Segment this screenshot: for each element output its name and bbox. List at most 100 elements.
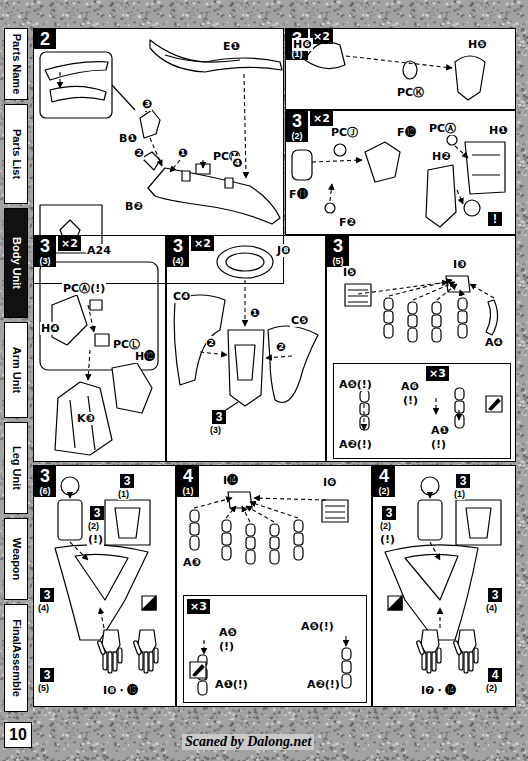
section-tab: Parts Name bbox=[4, 28, 28, 100]
step-number: (3) bbox=[34, 256, 56, 267]
quantity-badge: ×2 bbox=[191, 236, 214, 251]
tab-label: Parts Name bbox=[10, 34, 23, 95]
section-tab: Arm Unit bbox=[4, 322, 28, 418]
part-label: A❺(!) bbox=[300, 620, 335, 633]
part-label: A24 bbox=[86, 244, 112, 257]
quantity-badge: ×2 bbox=[310, 29, 333, 44]
step-reference-sub: (4) bbox=[486, 603, 497, 614]
part-label: H❹ bbox=[40, 322, 61, 335]
part-label: H❶ bbox=[488, 124, 509, 137]
section-tab: Leg Unit bbox=[4, 422, 28, 514]
part-label: H❷ bbox=[431, 150, 452, 163]
part-label: I❺ bbox=[342, 266, 357, 279]
callout-number: ❶ bbox=[250, 306, 260, 320]
part-label: B❶ bbox=[118, 132, 138, 145]
part-label: A❷(!) bbox=[306, 678, 341, 691]
callout-number: ❷ bbox=[134, 146, 144, 160]
tab-label: FinalAssemble bbox=[10, 619, 23, 697]
section-tab: FinalAssemble bbox=[4, 604, 28, 712]
part-label: PCⓀ bbox=[396, 86, 425, 99]
step-panel: 3(3)×2 bbox=[33, 235, 166, 462]
part-label: B❷ bbox=[124, 200, 144, 213]
watermark: Scaned by Dalong.net bbox=[182, 734, 314, 750]
part-label: PCⒿ bbox=[330, 126, 359, 139]
step-number: 3 bbox=[34, 236, 56, 256]
part-label: A❷(!) bbox=[338, 438, 373, 451]
step-reference: 3 bbox=[488, 588, 502, 602]
step-reference-sub: (2) bbox=[88, 521, 99, 532]
step-reference: 3 bbox=[40, 588, 54, 602]
step-reference-sub: (2) bbox=[380, 521, 391, 532]
step-number: (2) bbox=[286, 131, 308, 142]
part-label: I❼・⓮ bbox=[420, 684, 457, 697]
part-label: A❹ bbox=[484, 336, 504, 349]
step-reference: ! bbox=[488, 212, 502, 226]
step-panel: 3 (4)×2 bbox=[166, 235, 326, 462]
part-label: A❺(!) bbox=[338, 378, 373, 391]
callout-number: ❷ bbox=[206, 336, 216, 350]
callout-number: ❸ bbox=[142, 97, 152, 111]
part-label: F⓬ bbox=[396, 126, 417, 139]
part-label: PCⒶ bbox=[428, 122, 457, 135]
step-number: 3 bbox=[327, 236, 349, 256]
step-reference-sub: (2) bbox=[486, 683, 497, 694]
part-label: A❶(!) bbox=[214, 678, 249, 691]
part-label: C❺ bbox=[290, 314, 309, 327]
part-label: C❹ bbox=[172, 290, 191, 303]
part-label: (!) bbox=[379, 533, 396, 546]
step-reference: 3 bbox=[382, 506, 396, 520]
callout-number: ❷ bbox=[276, 340, 286, 354]
part-label: F⓫ bbox=[288, 188, 309, 201]
callout-number: ❶ bbox=[178, 146, 188, 160]
part-label: A❶ bbox=[430, 424, 450, 437]
step-reference-sub: (3) bbox=[210, 425, 221, 436]
quantity-badge: ×2 bbox=[58, 236, 81, 251]
quantity-badge: ×2 bbox=[310, 111, 333, 126]
part-label: (!) bbox=[430, 438, 447, 451]
step-reference: 3 bbox=[40, 668, 54, 682]
part-label: E❶ bbox=[222, 40, 241, 53]
step-reference-sub: (4) bbox=[38, 603, 49, 614]
part-label: K❸ bbox=[76, 412, 96, 425]
step-number: (6) bbox=[34, 486, 56, 497]
step-panel: 4(1)×3 bbox=[176, 465, 372, 707]
step-reference-sub: (5) bbox=[38, 683, 49, 694]
part-label: A❺ bbox=[218, 626, 238, 639]
tab-label: Leg Unit bbox=[10, 446, 23, 490]
section-tab: Weapon bbox=[4, 518, 28, 600]
part-label: H❻ bbox=[292, 38, 313, 51]
part-label: A❻ bbox=[400, 380, 420, 393]
step-number: 4 bbox=[177, 466, 199, 486]
step-number: 3 bbox=[34, 466, 56, 486]
part-label: (!) bbox=[218, 640, 235, 653]
step-number: (2) bbox=[373, 486, 395, 497]
step-reference: 3 bbox=[120, 474, 134, 488]
step-number: 4 bbox=[373, 466, 395, 486]
part-label: A❸ bbox=[182, 556, 202, 569]
step-reference: 4 bbox=[488, 668, 502, 682]
part-label: H⓬ bbox=[134, 350, 156, 363]
step-reference: 3 bbox=[90, 506, 104, 520]
part-label: I❻ bbox=[322, 476, 337, 489]
step-number: (1) bbox=[177, 486, 199, 497]
callout-number: ❹ bbox=[232, 156, 242, 170]
step-panel: 3(6) bbox=[33, 465, 176, 707]
part-label: I⓮ bbox=[222, 474, 239, 487]
part-label: (!) bbox=[402, 394, 419, 407]
page-number-box: 10 bbox=[4, 722, 32, 748]
tab-label: Parts List bbox=[10, 129, 23, 179]
part-label: F❷ bbox=[338, 216, 357, 229]
tab-label: Arm Unit bbox=[10, 347, 23, 393]
section-tab-active: Body Unit bbox=[4, 208, 28, 318]
step-number: 10 bbox=[5, 723, 31, 747]
step-reference-sub: (1) bbox=[118, 489, 129, 500]
part-label: H❺ bbox=[467, 38, 488, 51]
tab-label: Body Unit bbox=[10, 237, 23, 289]
part-label: PCⒶ(!) bbox=[62, 282, 106, 295]
step-number: (4) bbox=[167, 256, 189, 267]
step-reference: 3 bbox=[212, 410, 226, 424]
part-label: I❽・⓭ bbox=[102, 684, 139, 697]
step-number: 3 bbox=[286, 111, 308, 131]
